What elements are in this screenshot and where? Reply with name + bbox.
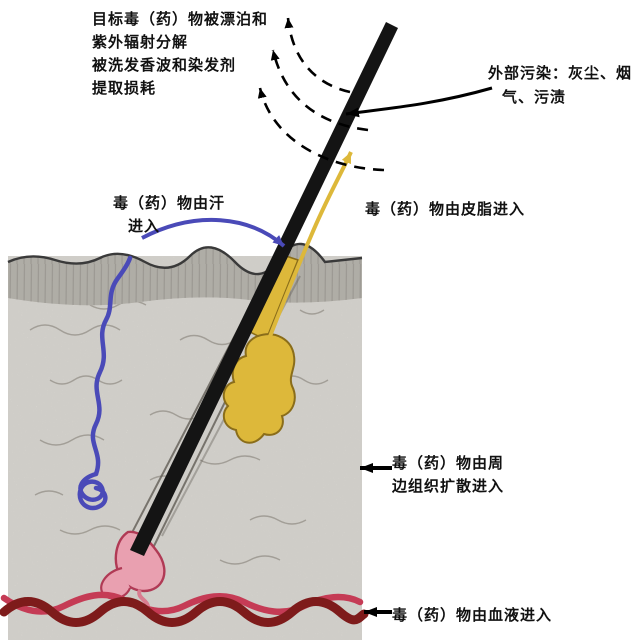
tissue-contours <box>29 300 329 565</box>
sweat-entry-arrow <box>141 217 286 248</box>
label-tissue-line1: 毒（药）物由周 <box>392 454 505 472</box>
label-contamination-line1: 外部污染：灰尘、烟 <box>488 64 633 82</box>
label-loss-line4: 提取损耗 <box>92 79 157 97</box>
label-loss-line2: 紫外辐射分解 <box>92 33 189 51</box>
sweat-gland <box>77 255 133 511</box>
sebum-entry-arrow <box>258 151 353 363</box>
label-tissue-line2: 边组织扩散进入 <box>392 477 505 495</box>
label-sweat-line1: 毒（药）物由汗 <box>113 194 226 212</box>
label-loss-line3: 被洗发香波和染发剂 <box>92 56 237 74</box>
contamination-arrow <box>345 86 493 118</box>
label-contamination-line2: 气、污渍 <box>502 88 567 106</box>
sweat-coil <box>77 471 108 511</box>
epidermis-band <box>8 243 362 306</box>
dashed-loss-arrows <box>257 17 385 172</box>
label-sebum: 毒（药）物由皮脂进入 <box>365 200 526 218</box>
label-loss-line1: 目标毒（药）物被漂泊和 <box>92 10 269 28</box>
sweat-duct <box>90 255 133 477</box>
label-blood: 毒（药）物由血液进入 <box>392 606 553 624</box>
hair-shaft <box>130 22 398 556</box>
follicle-vessel-branch <box>137 589 150 608</box>
label-sweat-line2: 进入 <box>128 217 161 235</box>
blood-vessels <box>0 591 369 627</box>
